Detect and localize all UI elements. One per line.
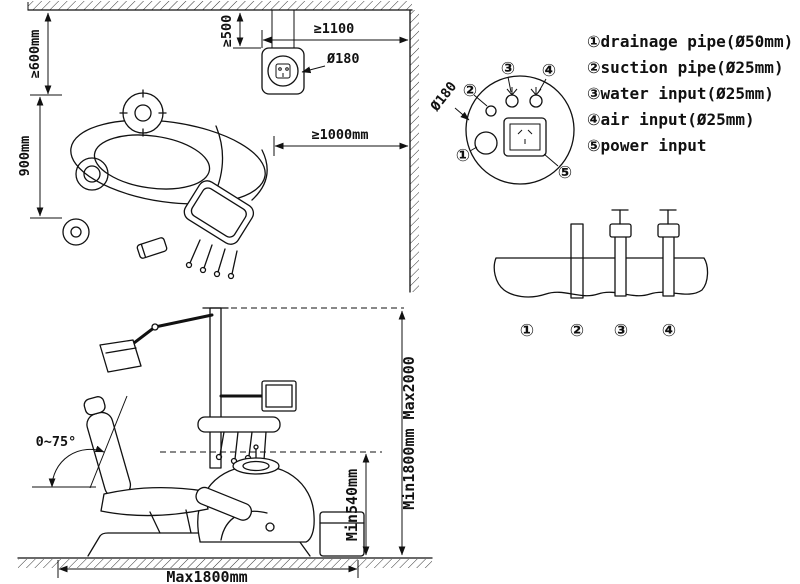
- side-backrest: [83, 396, 132, 498]
- dim-500-label: ≥500: [219, 15, 235, 48]
- floor-section: ① ② ③ ④: [493, 209, 709, 341]
- detail-circle: [465, 75, 575, 185]
- side-spittoon: [232, 457, 280, 475]
- plan-handpieces: [185, 239, 238, 280]
- legend-item-drainage: ①drainage pipe(Ø50mm): [587, 32, 793, 51]
- dia-180-callout: Ø180: [301, 51, 360, 74]
- dim-chair-to-wall: ≥1000mm: [273, 127, 409, 156]
- plan-chair-cushion: [93, 134, 211, 190]
- water-port: [505, 94, 519, 108]
- dim-seat-label: Min540mm: [343, 469, 361, 541]
- angle-annotation: 0~75°: [32, 395, 128, 489]
- dim-wall-to-chair: ≥600mm: [27, 12, 62, 96]
- side-legrest: [195, 486, 253, 521]
- dim-wall-to-box: ≥500: [219, 12, 261, 49]
- dim-600-label: ≥600mm: [27, 30, 43, 79]
- legend-item-air: ④air input(Ø25mm): [587, 110, 755, 129]
- plan-headrest: [75, 157, 109, 191]
- legend: ①drainage pipe(Ø50mm) ②suction pipe(Ø25m…: [587, 32, 793, 155]
- plan-delivery-tray: [183, 180, 255, 245]
- plan-lamp: [122, 92, 164, 134]
- wall-utility-box: [261, 10, 305, 95]
- legend-item-water: ③water input(Ø25mm): [587, 84, 774, 103]
- dim-1000-label: ≥1000mm: [312, 127, 369, 143]
- floor-slab: [493, 257, 709, 298]
- dim-total-width: Max1800mm: [57, 560, 359, 584]
- air-port: [529, 94, 543, 108]
- dim-900-label: 900mm: [17, 136, 33, 177]
- dim-chair-width: 900mm: [17, 96, 62, 219]
- wall-hatching: [27, 1, 419, 293]
- dim-seat-height: Min540mm: [343, 453, 370, 556]
- detail-label-1: ①: [456, 146, 470, 166]
- dim-box-to-wall: ≥1100: [261, 21, 409, 48]
- side-pole: [209, 307, 222, 469]
- side-view-chair: [83, 307, 365, 557]
- dim-height-label: Min1800mm Max2000: [400, 356, 418, 510]
- section-label-1: ①: [520, 321, 534, 341]
- detail-dia-label: Ø180: [427, 79, 460, 115]
- dim-total-height: Min1800mm Max2000: [398, 310, 418, 556]
- pipe-air: [657, 209, 680, 297]
- plan-foot-pedal: [136, 237, 168, 259]
- angle-label: 0~75°: [36, 434, 77, 450]
- pipe-suction: [570, 223, 584, 299]
- section-label-2: ②: [570, 321, 584, 341]
- detail-label-5: ⑤: [558, 163, 572, 183]
- detail-label-2: ②: [463, 81, 477, 101]
- side-lamp-arm: [124, 313, 214, 351]
- dia-180-label: Ø180: [326, 51, 360, 67]
- side-lamp-head: [99, 339, 142, 373]
- suction-port: [485, 105, 497, 117]
- side-seat: [100, 487, 209, 517]
- legend-item-power: ⑤power input: [587, 136, 707, 155]
- plan-chair-body: [70, 119, 266, 205]
- pipe-water: [609, 209, 632, 297]
- section-label-3: ③: [614, 321, 628, 341]
- plan-stool: [62, 218, 90, 246]
- plan-tray-arm: [251, 149, 268, 201]
- dim-width-label: Max1800mm: [166, 568, 247, 584]
- detail-label-3: ③: [501, 59, 515, 79]
- section-label-4: ④: [662, 321, 676, 341]
- detail-label-4: ④: [542, 61, 556, 81]
- drain-port: [474, 131, 498, 155]
- dim-1100-label: ≥1100: [314, 21, 355, 37]
- plan-view-chair: [62, 89, 268, 280]
- ground: [17, 557, 433, 568]
- side-instrument-tray: [197, 416, 281, 433]
- legend-item-suction: ②suction pipe(Ø25mm): [587, 58, 784, 77]
- power-socket: [503, 117, 547, 157]
- utility-detail: Ø180 ② ③ ④ ① ⑤: [427, 59, 575, 185]
